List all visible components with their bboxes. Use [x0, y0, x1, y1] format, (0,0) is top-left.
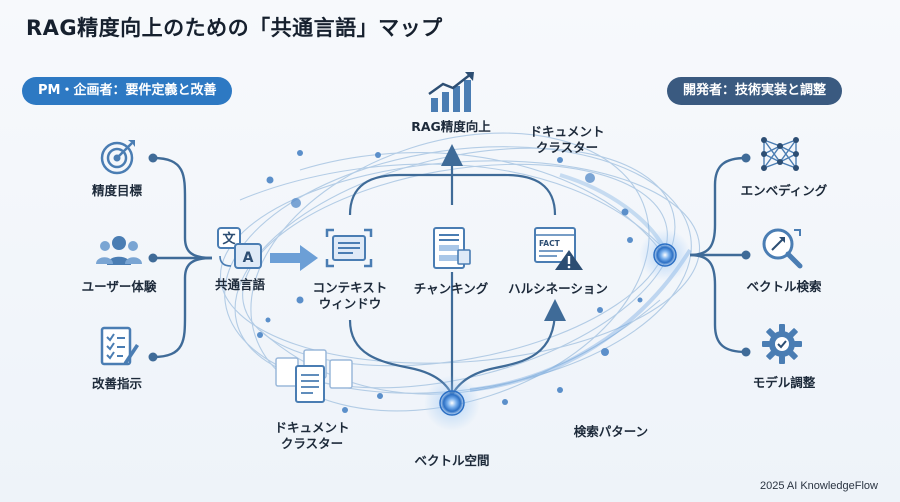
right-branch-lines	[689, 156, 747, 354]
users-icon	[96, 236, 142, 265]
left-item-label: ユーザー体験	[81, 279, 157, 294]
vector-space-label: ベクトル空間	[414, 453, 490, 468]
growth-chart-icon	[428, 72, 474, 112]
right-branch-dots	[741, 153, 751, 357]
central-arrows	[348, 144, 566, 396]
left-item-label: 精度目標	[91, 183, 143, 198]
checklist-icon	[100, 326, 139, 366]
left-branch-lines	[152, 156, 213, 359]
translate-icon: 文 A	[217, 227, 262, 269]
footer-copyright: 2025 AI KnowledgeFlow	[759, 480, 878, 492]
right-hub-node	[653, 243, 677, 267]
chunking-icon	[433, 227, 471, 269]
doc-cluster-bottom-label: ドキュメント クラスター	[274, 420, 350, 451]
hallucination-label: ハルシネーション	[508, 281, 608, 296]
right-item-label: ベクトル検索	[746, 279, 822, 294]
gear-icon	[762, 324, 802, 364]
translate-glyph: 文	[222, 231, 236, 247]
scatter-dots	[257, 150, 643, 413]
documents-icon	[275, 349, 353, 403]
left-item-label: 改善指示	[91, 376, 143, 391]
vector-space-node	[439, 390, 465, 416]
a-glyph: A	[243, 250, 254, 266]
search-pattern-label: 検索パターン	[573, 424, 649, 439]
developer-role-badge: 開発者：技術実装と調整	[667, 77, 843, 105]
context-window-label: コンテキスト ウィンドウ	[312, 280, 388, 311]
rag-accuracy-label: RAG精度向上	[411, 119, 491, 134]
page-title: RAG精度向上のための「共通言語」マップ	[26, 16, 443, 40]
left-branch-dots	[148, 153, 158, 362]
flow-arrow	[270, 245, 318, 271]
right-item-label: エンベディング	[740, 183, 828, 198]
target-icon	[100, 140, 135, 175]
vector-search-icon	[762, 228, 803, 269]
chunking-label: チャンキング	[413, 281, 489, 296]
pm-role-badge: PM・企画者：要件定義と改善	[22, 77, 233, 105]
context-window-icon	[325, 228, 373, 268]
doc-cluster-top-label: ドキュメント クラスター	[529, 124, 605, 155]
fact-warning-icon: FACT	[534, 227, 583, 270]
right-item-label: モデル調整	[752, 375, 816, 390]
common-language-label: 共通言語	[214, 277, 266, 292]
neural-network-icon	[761, 137, 799, 171]
fact-label: FACT	[539, 239, 561, 248]
